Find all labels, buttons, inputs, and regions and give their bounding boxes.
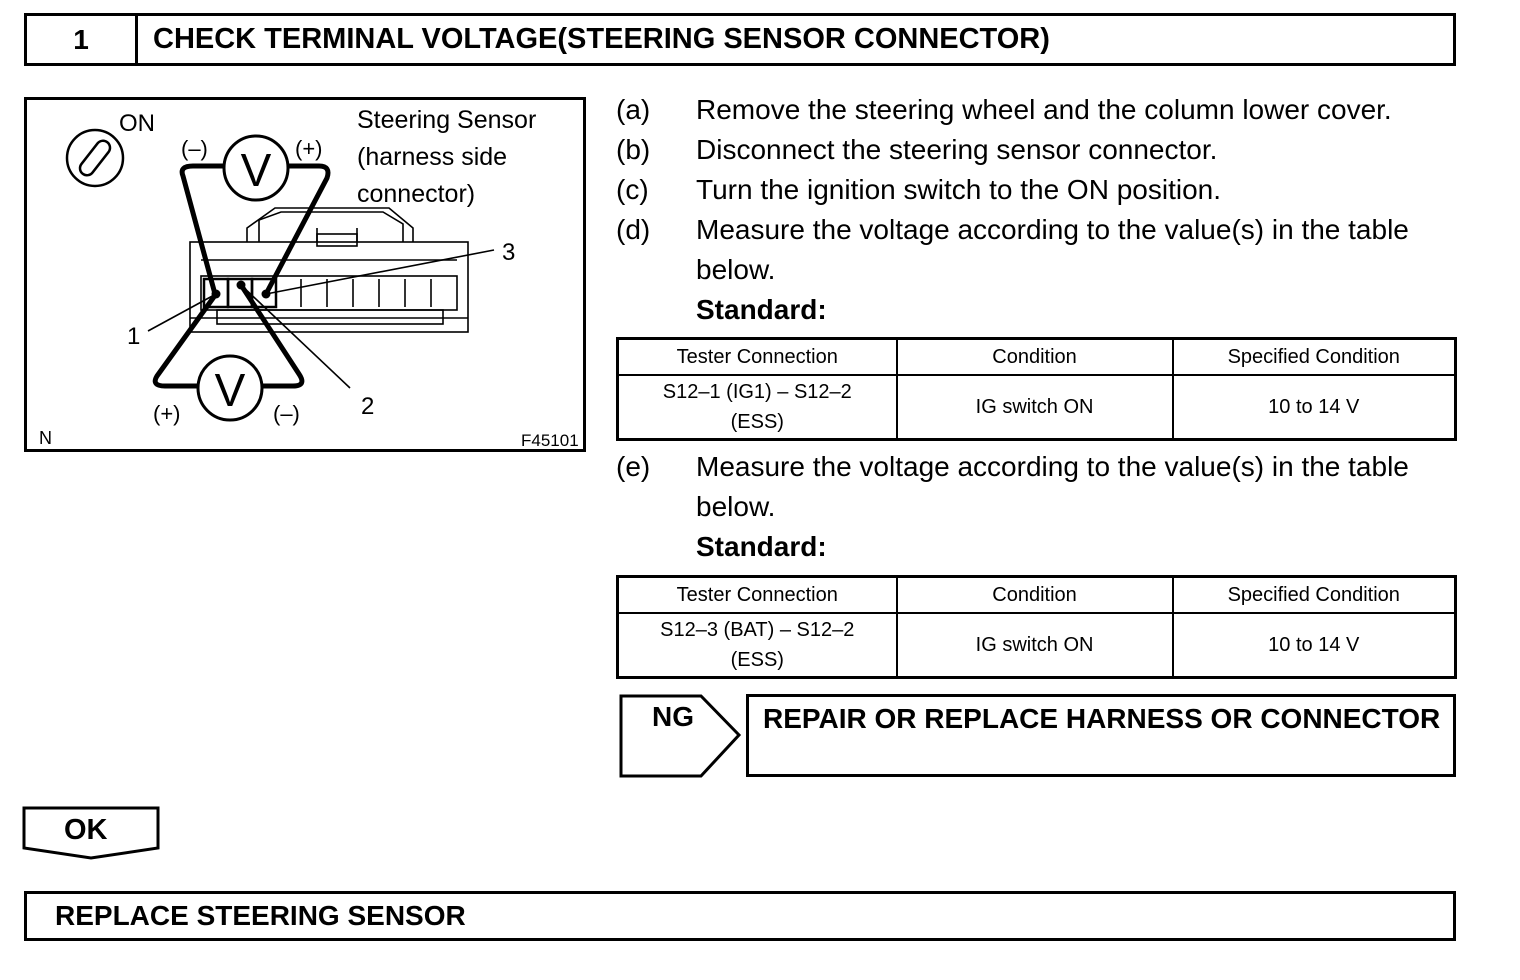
connector-illustration: ON Steering Sensor (harness side connect… <box>39 106 579 449</box>
column-header: Tester Connection <box>616 337 898 376</box>
column-header: Condition <box>895 575 1174 614</box>
figure-id: F45101 <box>521 431 579 449</box>
pin-1-label: 1 <box>127 323 140 350</box>
table-header-row: Tester Connection Condition Specified Co… <box>616 575 1457 614</box>
table-row: S12–3 (BAT) – S12–2(ESS) IG switch ON 10… <box>616 612 1457 679</box>
upper-plus-label: (+) <box>295 136 323 161</box>
ng-label: NG <box>652 701 694 732</box>
ignition-switch-icon <box>65 128 125 188</box>
upper-minus-label: (–) <box>181 136 208 161</box>
step-text: Measure the voltage according to the val… <box>696 451 1409 522</box>
column-header: Specified Condition <box>1171 337 1457 376</box>
step-title: CHECK TERMINAL VOLTAGE(STEERING SENSOR C… <box>153 23 1050 55</box>
ng-action-box: REPAIR OR REPLACE HARNESS OR CONNECTOR <box>746 694 1456 777</box>
final-action-box: REPLACE STEERING SENSOR <box>24 891 1456 941</box>
voltmeter-lower-symbol: V <box>215 364 246 416</box>
list-item: (a) Remove the steering wheel and the co… <box>616 90 1476 130</box>
pin-callouts <box>147 249 495 389</box>
instruction-list-2: (e) Measure the voltage according to the… <box>616 447 1476 567</box>
standard-label: Standard: <box>696 531 827 562</box>
spec-table-2: Tester Connection Condition Specified Co… <box>616 575 1457 679</box>
spec-table-1: Tester Connection Condition Specified Co… <box>616 337 1457 441</box>
voltmeter-upper <box>179 134 331 296</box>
voltmeter-lower <box>152 283 305 422</box>
table-row: S12–1 (IG1) – S12–2(ESS) IG switch ON 10… <box>616 374 1457 441</box>
ignition-on-label: ON <box>119 110 155 137</box>
table-header-row: Tester Connection Condition Specified Co… <box>616 337 1457 376</box>
step-header: 1 CHECK TERMINAL VOLTAGE(STEERING SENSOR… <box>24 13 1456 66</box>
step-label: (d) <box>616 214 651 245</box>
column-header: Tester Connection <box>616 575 898 614</box>
specified-condition-cell: 10 to 14 V <box>1171 374 1457 441</box>
corner-n-label: N <box>39 428 52 448</box>
column-header: Specified Condition <box>1171 575 1457 614</box>
step-text: Measure the voltage according to the val… <box>696 214 1409 285</box>
step-label: (c) <box>616 174 649 205</box>
pin-2-label: 2 <box>361 393 374 420</box>
list-item: (e) Measure the voltage according to the… <box>616 447 1476 527</box>
list-item: (d) Measure the voltage according to the… <box>616 210 1476 290</box>
step-text: Turn the ignition switch to the ON posit… <box>696 174 1221 205</box>
condition-cell: IG switch ON <box>895 374 1174 441</box>
step-label: (b) <box>616 134 651 165</box>
connector-body <box>189 207 469 333</box>
step-number: 1 <box>27 16 138 63</box>
standard-label: Standard: <box>696 294 827 325</box>
tester-connection-cell: S12–3 (BAT) – S12–2(ESS) <box>616 612 898 679</box>
ok-label: OK <box>64 814 108 846</box>
ng-arrow-icon <box>619 694 742 778</box>
column-header: Condition <box>895 337 1174 376</box>
lower-plus-label: (+) <box>153 401 181 426</box>
step-label: (a) <box>616 94 651 125</box>
connector-diagram: ON Steering Sensor (harness side connect… <box>24 97 586 452</box>
specified-condition-cell: 10 to 14 V <box>1171 612 1457 679</box>
tester-connection-cell: S12–1 (IG1) – S12–2(ESS) <box>616 374 898 441</box>
step-label: (e) <box>616 451 651 482</box>
instruction-list: (a) Remove the steering wheel and the co… <box>616 90 1476 330</box>
step-text: Disconnect the steering sensor connector… <box>696 134 1218 165</box>
ok-arrow-icon <box>22 806 160 860</box>
voltmeter-upper-symbol: V <box>241 144 272 196</box>
condition-cell: IG switch ON <box>895 612 1174 679</box>
pin-3-label: 3 <box>502 239 515 266</box>
lower-minus-label: (–) <box>273 401 300 426</box>
list-item: (c) Turn the ignition switch to the ON p… <box>616 170 1476 210</box>
component-label: Steering Sensor (harness side connector) <box>357 106 543 208</box>
list-item: (b) Disconnect the steering sensor conne… <box>616 130 1476 170</box>
step-text: Remove the steering wheel and the column… <box>696 94 1392 125</box>
